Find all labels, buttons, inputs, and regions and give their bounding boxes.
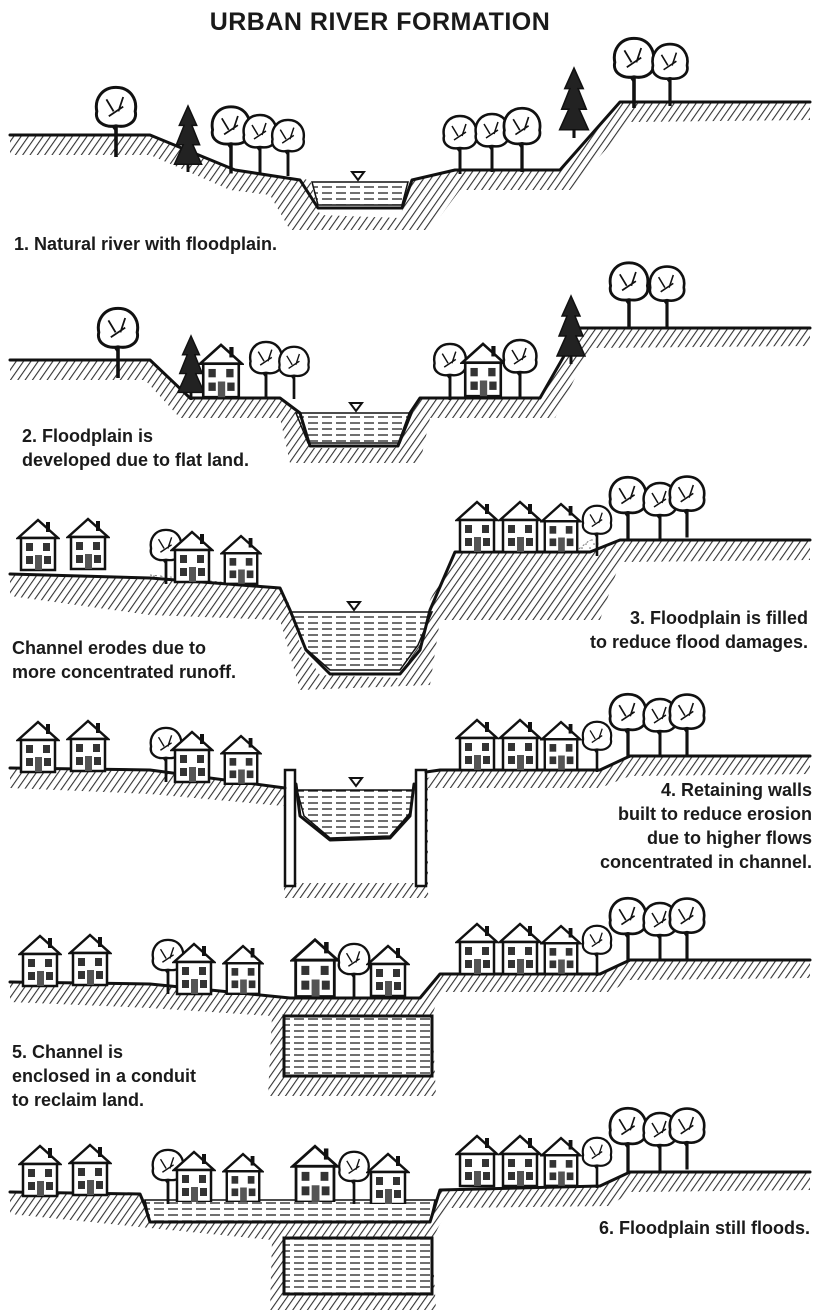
tree-icon (612, 36, 656, 108)
retaining-wall-left (283, 768, 297, 888)
house-icon (498, 922, 542, 976)
tree-icon (442, 114, 478, 174)
stage-2-diagram (8, 261, 812, 463)
house-icon (66, 719, 110, 773)
house-icon (68, 1143, 112, 1197)
house-icon (220, 734, 262, 786)
caption-line: 3. Floodplain is filled (629, 608, 808, 628)
house-icon (540, 1136, 582, 1188)
caption-stage-6: 6. Floodplain still floods. (599, 1218, 810, 1238)
caption-stage-2: 2. Floodplain is developed due to flat l… (22, 424, 249, 472)
tree-icon (432, 342, 468, 400)
tree-icon (668, 1106, 706, 1172)
house-icon (366, 1152, 410, 1204)
house-icon (220, 534, 262, 586)
house-icon (18, 934, 62, 988)
tree-icon (337, 1150, 371, 1204)
conduit (282, 1014, 434, 1078)
caption-line: Channel erodes due to (12, 638, 207, 658)
tree-icon (502, 338, 538, 398)
house-icon (291, 1144, 339, 1202)
house-icon (540, 720, 582, 772)
caption-line: enclosed in a conduit (12, 1066, 197, 1086)
ground-line (8, 1170, 812, 1224)
house-icon (68, 933, 112, 987)
tree-icon (608, 475, 648, 542)
caption-line: 4. Retaining walls (660, 780, 812, 800)
ground-line (8, 100, 812, 210)
caption-line: developed due to flat land. (22, 450, 250, 470)
house-icon (18, 1144, 62, 1198)
river-water (294, 412, 414, 444)
house-icon (498, 1134, 542, 1188)
stage-3-diagram (8, 474, 812, 690)
house-icon (498, 718, 542, 772)
house-icon (66, 517, 110, 571)
house-icon (455, 718, 499, 772)
stage-5-diagram (8, 896, 812, 1096)
stage-6-diagram (8, 1106, 812, 1310)
caption-line: 5. Channel is (12, 1042, 124, 1062)
house-icon (366, 944, 410, 998)
caption-line: concentrated in channel. (599, 852, 812, 872)
caption-line: more concentrated runoff. (12, 662, 237, 682)
house-icon (290, 938, 340, 998)
house-icon (222, 944, 264, 996)
house-icon (198, 343, 244, 398)
tree-icon (248, 340, 284, 398)
house-icon (540, 502, 582, 554)
tree-icon (650, 42, 690, 106)
water-level-icon (348, 777, 364, 788)
caption-stage-1: 1. Natural river with floodplain. (14, 234, 278, 254)
caption-stage-4: 4. Retaining walls built to reduce erosi… (600, 778, 812, 874)
ground-line (8, 538, 812, 676)
tree-icon (608, 896, 648, 962)
stage-4-diagram (8, 692, 812, 898)
pine-tree-icon (172, 104, 204, 172)
tree-icon (581, 720, 613, 772)
caption-stage-5: 5. Channel is enclosed in a conduit to r… (12, 1040, 196, 1112)
tree-icon (668, 692, 706, 758)
tree-icon (581, 1136, 613, 1188)
house-icon (498, 500, 542, 554)
house-icon (222, 1152, 264, 1202)
water-level-icon (348, 402, 364, 413)
retaining-wall-right (414, 768, 428, 888)
tree-icon (608, 1106, 648, 1172)
house-icon (455, 1134, 499, 1188)
pine-tree-icon (558, 66, 590, 138)
caption-line: built to reduce erosion (617, 804, 812, 824)
caption-stage-3-erosion: Channel erodes due to more concentrated … (12, 636, 236, 684)
caption-stage-3: 3. Floodplain is filled to reduce flood … (590, 606, 808, 654)
pine-tree-icon (556, 294, 586, 364)
tree-icon (277, 345, 311, 400)
house-icon (16, 518, 60, 572)
house-icon (16, 720, 60, 774)
caption-line: due to higher flows (647, 828, 812, 848)
tree-icon (648, 265, 686, 328)
house-icon (455, 922, 499, 976)
pine-tree-icon (176, 334, 206, 400)
house-icon (540, 924, 582, 976)
tree-icon (608, 692, 648, 758)
page-title: URBAN RIVER FORMATION (209, 8, 551, 36)
ground-line (8, 958, 812, 1000)
tree-icon (270, 118, 306, 176)
stage-1-diagram (8, 36, 812, 230)
house-icon (455, 500, 499, 554)
tree-icon (337, 942, 371, 998)
tree-icon (581, 924, 613, 976)
tree-icon (668, 474, 706, 540)
tree-icon (608, 261, 650, 330)
caption-line: to reclaim land. (12, 1090, 145, 1110)
tree-icon (668, 896, 706, 962)
house-icon (460, 342, 506, 398)
caption-line: to reduce flood damages. (589, 632, 808, 652)
river-water (311, 181, 409, 206)
tree-icon (502, 106, 542, 172)
conduit (282, 1236, 434, 1296)
caption-line: 2. Floodplain is (22, 426, 154, 446)
water-level-icon (346, 601, 362, 612)
water-level-icon (350, 171, 366, 182)
